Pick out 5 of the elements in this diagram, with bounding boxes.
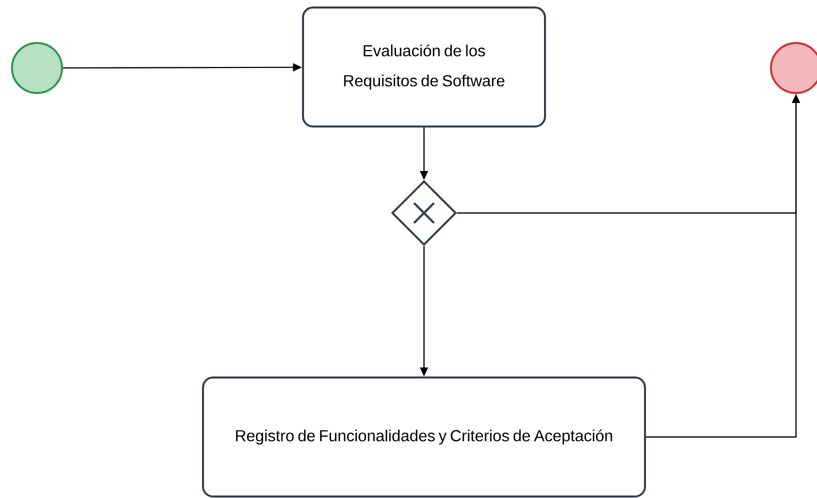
event-circle: [11, 42, 63, 94]
gateway-diamond: [391, 180, 457, 246]
task-box: Registro de Funcionalidades y Criterios de Aceptación: [202, 376, 646, 498]
task-box: Evaluación de los Requisitos de Software: [302, 6, 546, 128]
event-circle: [770, 42, 817, 94]
